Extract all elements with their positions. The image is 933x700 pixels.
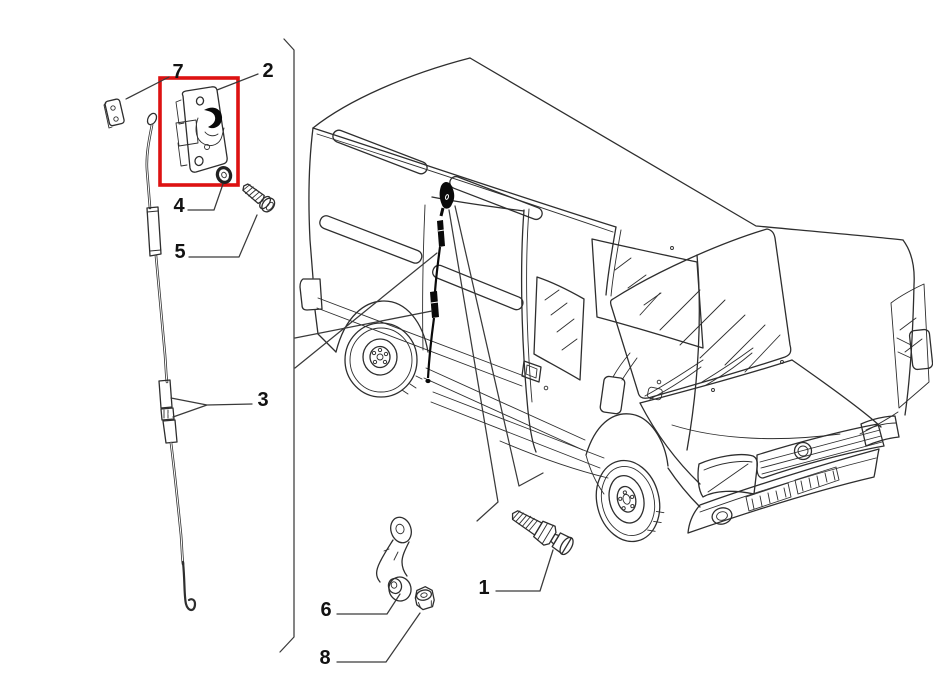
leader-8	[336, 612, 421, 663]
part-7-shim-plate[interactable]	[103, 98, 125, 129]
leader-1	[495, 549, 554, 592]
van-roof-gutter	[312, 127, 617, 228]
column-divider	[279, 38, 295, 653]
van-rear-bumper-cap	[299, 278, 323, 311]
callout-7[interactable]: 7	[172, 61, 183, 83]
front-wheel-arch	[585, 413, 669, 467]
cab-door-front-edge	[686, 254, 700, 451]
van-roof-rear-edge	[312, 57, 471, 129]
body-dot-1	[670, 246, 674, 250]
leader-3	[170, 397, 253, 418]
leader-cable-b	[454, 205, 544, 487]
rocker-step	[499, 440, 609, 479]
part-6-lever-bracket[interactable]	[375, 515, 415, 603]
hood-left	[639, 402, 701, 485]
van-side-molding-2	[449, 175, 543, 221]
rod-lower-sleeve-b	[162, 419, 178, 444]
sliding-door-lock-dot	[543, 385, 549, 391]
front-arch-rear	[585, 454, 605, 495]
sliding-door-front-inner	[526, 208, 533, 403]
fog-lamp	[711, 507, 733, 525]
callout-2[interactable]: 2	[262, 60, 273, 82]
callout-labels: 1 2 3 4 5 6 7 8	[172, 60, 489, 669]
right-mirror	[896, 328, 933, 371]
callout-1[interactable]: 1	[478, 577, 489, 599]
callout-3[interactable]: 3	[257, 389, 268, 411]
van-rear-edge	[308, 127, 314, 279]
body-dot-2	[711, 388, 715, 392]
van-roof-right-edge	[469, 57, 904, 241]
van-roof-gutter-inner	[316, 133, 614, 233]
bumper-grille-left	[745, 482, 792, 512]
hood-top	[639, 359, 793, 404]
leader-4	[187, 183, 224, 211]
callout-6[interactable]: 6	[320, 599, 331, 621]
left-a-pillar-inner	[610, 229, 622, 297]
front-fender-line	[667, 467, 701, 508]
van-sill-lines	[423, 367, 586, 451]
sliding-door-handle-inner	[525, 364, 538, 379]
leader-cross-1	[294, 252, 438, 369]
callout-5[interactable]: 5	[174, 241, 185, 263]
leader-cross-2	[294, 310, 433, 339]
leader-7	[125, 76, 170, 100]
van-door-lower-lines	[430, 391, 605, 469]
rod-lower-sleeve-a	[158, 379, 173, 409]
van-front-wheel	[595, 459, 665, 543]
windshield	[609, 228, 792, 400]
rod-upper-sleeve	[146, 206, 162, 257]
rod-end-hook	[181, 560, 197, 612]
wiper-left	[644, 359, 704, 400]
callout-4[interactable]: 4	[173, 195, 185, 217]
left-a-pillar	[605, 226, 617, 296]
part-4-washer[interactable]	[215, 166, 233, 185]
sliding-door-front-edge	[520, 209, 537, 453]
installed-cable[interactable]	[425, 181, 455, 384]
sliding-door-rear-edge	[422, 204, 426, 351]
wiper-right	[701, 347, 754, 386]
van-side-crease-lines	[316, 297, 525, 387]
rod-joint-band	[160, 407, 175, 421]
rear-tire-tread	[401, 375, 423, 395]
part-3-release-rod[interactable]	[145, 112, 197, 612]
hood-crease	[671, 424, 841, 440]
bumper-grille-right	[794, 466, 840, 495]
van-side-molding-1	[332, 129, 428, 175]
left-headlight	[697, 453, 759, 498]
striker-hook	[204, 107, 223, 129]
right-body-edge	[902, 239, 915, 416]
grille	[756, 423, 885, 479]
part-1-bolt[interactable]	[507, 504, 577, 558]
sliding-door-window	[533, 276, 585, 381]
hood-right	[791, 359, 882, 428]
van-rear-wheel	[335, 300, 429, 398]
right-headlight	[860, 415, 900, 447]
sliding-door-handle	[521, 360, 542, 383]
right-door-window	[890, 283, 930, 409]
leader-lines	[125, 73, 554, 663]
callout-8[interactable]: 8	[319, 647, 330, 669]
part-8-nut[interactable]	[413, 585, 435, 611]
leader-cable-a	[448, 209, 499, 522]
leader-2	[216, 73, 259, 91]
highlight-box[interactable]	[158, 76, 240, 187]
van-illustration	[299, 57, 933, 543]
cable-sleeve-upper	[437, 220, 445, 247]
front-bumper	[687, 448, 880, 534]
leader-5	[188, 214, 258, 258]
part-2-door-lock-striker[interactable]	[175, 86, 228, 173]
leader-6	[336, 593, 401, 615]
left-mirror	[599, 352, 638, 415]
cab-door-window	[591, 238, 704, 349]
cab-door-dot	[656, 379, 662, 385]
part-5-screw[interactable]	[239, 180, 277, 214]
van-side-molding-3	[319, 215, 423, 264]
cable-sleeve-lower	[430, 291, 439, 318]
fiat-badge	[793, 441, 813, 461]
